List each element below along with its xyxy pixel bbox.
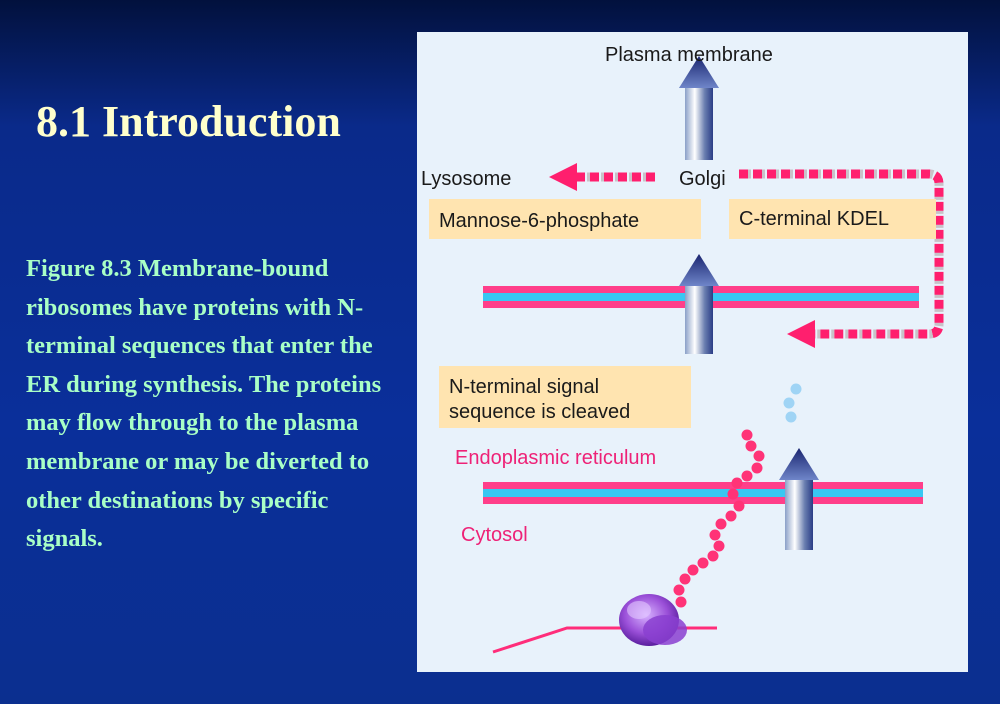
label-n-signal-line1: N-terminal signal <box>449 376 599 398</box>
up-arrow-plasma <box>679 56 719 160</box>
ribosome <box>619 594 687 646</box>
up-arrow-golgi <box>679 254 719 354</box>
label-plasma-membrane: Plasma membrane <box>605 44 773 66</box>
figure-caption: Figure 8.3 Membrane-bound ribosomes have… <box>26 255 382 553</box>
label-lysosome: Lysosome <box>421 168 511 190</box>
protein-trafficking-diagram: Plasma membrane Lysosome Golgi Mannose-6… <box>417 32 968 672</box>
label-endoplasmic-reticulum: Endoplasmic reticulum <box>455 447 656 469</box>
kdel-arrowhead <box>787 320 815 348</box>
slide-title: 8.1 Introduction <box>36 97 341 146</box>
label-cytosol: Cytosol <box>461 524 528 546</box>
label-n-signal-line2: sequence is cleaved <box>449 401 630 423</box>
kdel-label-box <box>729 199 936 239</box>
label-mannose-6-phosphate: Mannose-6-phosphate <box>439 210 639 232</box>
label-c-terminal-kdel: C-terminal KDEL <box>739 208 889 230</box>
up-arrow-er <box>779 448 819 550</box>
mannose-label-box <box>429 199 701 239</box>
n-signal-label-box <box>439 366 691 428</box>
label-golgi: Golgi <box>679 168 726 190</box>
nascent-polypeptide <box>673 429 765 608</box>
kdel-return-path <box>739 169 944 339</box>
cleaved-signal-fragments <box>783 383 802 423</box>
er-membrane <box>483 482 923 504</box>
lysosome-arrowhead <box>549 163 577 191</box>
